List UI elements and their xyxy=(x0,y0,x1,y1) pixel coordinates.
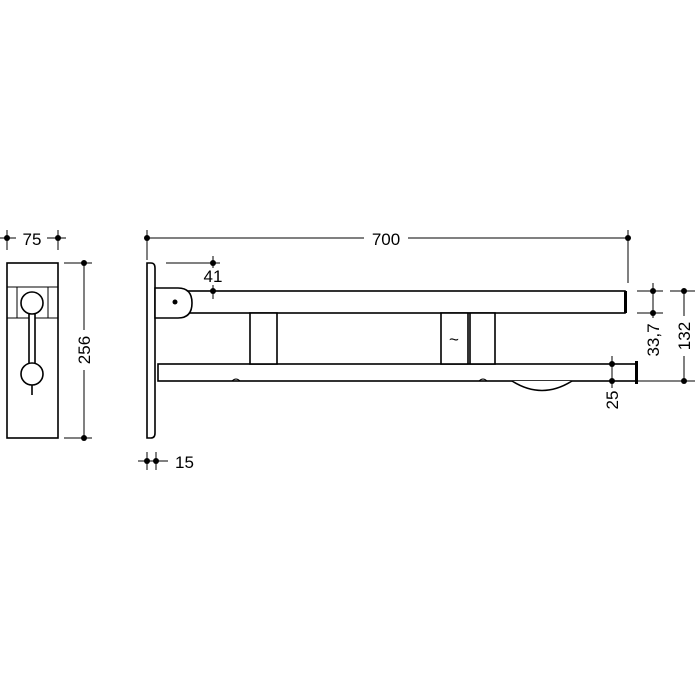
front-view xyxy=(6,262,59,439)
svg-text:15: 15 xyxy=(175,453,194,472)
dimension-700: 700 xyxy=(144,230,631,283)
svg-text:700: 700 xyxy=(372,230,400,249)
side-view: ~ xyxy=(146,262,638,439)
svg-text:256: 256 xyxy=(75,336,94,364)
support-foot xyxy=(511,380,573,392)
upper-rail xyxy=(184,290,626,314)
collar-left xyxy=(249,312,278,365)
svg-text:132: 132 xyxy=(675,322,694,350)
lower-rail xyxy=(157,363,637,382)
svg-text:41: 41 xyxy=(204,267,223,286)
dimension-75: 75 xyxy=(0,230,66,250)
collar-switch xyxy=(440,312,469,365)
wall-plate-side xyxy=(146,262,156,439)
dimension-15: 15 xyxy=(138,452,194,472)
svg-text:~: ~ xyxy=(449,330,459,349)
svg-text:25: 25 xyxy=(603,391,622,410)
collar-right xyxy=(469,312,496,365)
dimension-41: 41 xyxy=(166,256,222,299)
hinge-pin xyxy=(172,299,178,305)
handle-knob xyxy=(20,362,44,386)
svg-text:75: 75 xyxy=(23,230,42,249)
pivot-knob xyxy=(20,291,44,315)
dimension-256: 256 xyxy=(64,260,94,441)
dimension-33-7: 33,7 xyxy=(637,283,663,357)
svg-text:33,7: 33,7 xyxy=(644,323,663,356)
dimension-25: 25 xyxy=(596,356,622,409)
